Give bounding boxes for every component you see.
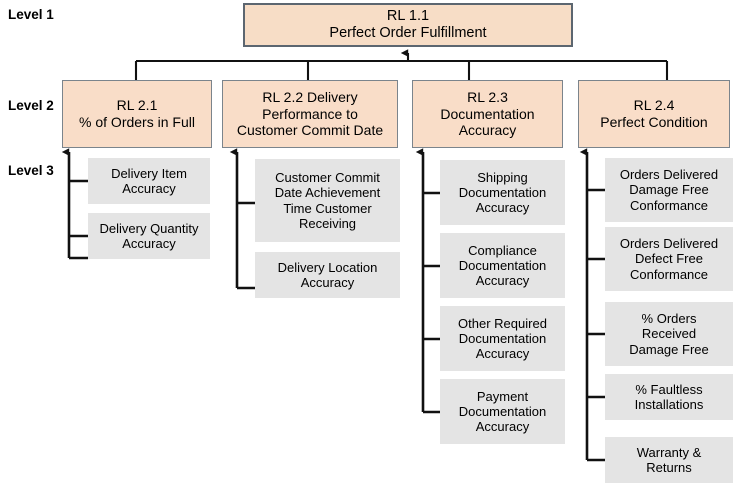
level-1-label: Level 1 (8, 7, 54, 22)
node-warranty-and-returns[interactable]: Warranty &Returns (605, 437, 733, 483)
node-rl-2-1-text: RL 2.1% of Orders in Full (79, 97, 195, 130)
node-warranty-and-returns-text: Warranty &Returns (636, 444, 702, 475)
level-3-label: Level 3 (8, 163, 54, 178)
level-2-label: Level 2 (8, 98, 54, 113)
node-rl-2-1[interactable]: RL 2.1% of Orders in Full (62, 80, 212, 148)
